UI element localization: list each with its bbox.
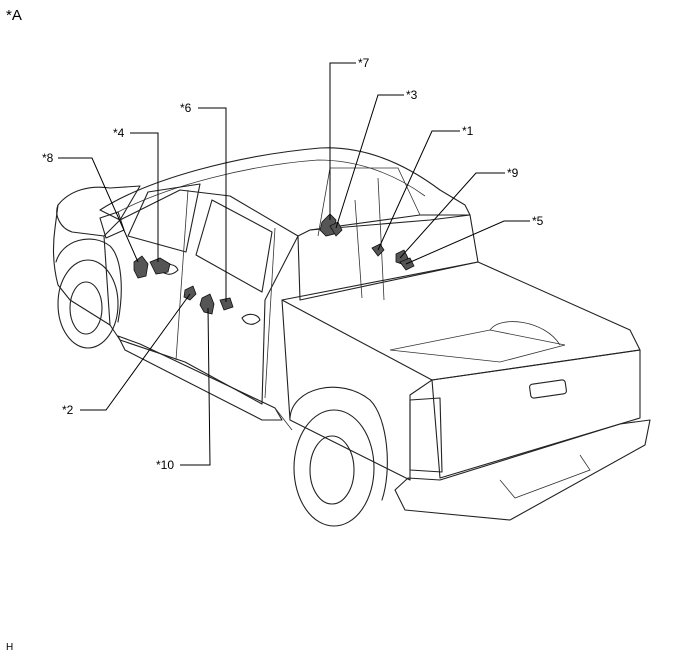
c-pillar-line: [354, 199, 363, 299]
b-pillar-line: [377, 177, 385, 301]
hood: [56, 185, 141, 237]
leader-line-9: [399, 172, 505, 259]
callout-6: *6: [180, 101, 192, 115]
front-tire: [57, 259, 119, 349]
wheel-well-hump: [489, 321, 561, 346]
leader-line-7: [329, 62, 356, 220]
rear-rim: [309, 435, 355, 505]
body-side: [103, 235, 299, 405]
parts: [133, 213, 415, 315]
leader-line-6: [198, 107, 227, 302]
front-fascia: [53, 204, 111, 326]
part-2: [183, 285, 197, 301]
rear-window: [317, 167, 421, 237]
callout-5: *5: [532, 214, 544, 228]
bed-top-rail: [281, 261, 641, 381]
rear-bumper: [394, 419, 651, 521]
leader-line-5: [405, 220, 530, 265]
callout-9: *9: [507, 166, 519, 180]
leader-line-10: [180, 307, 211, 466]
corner-mark: H: [6, 642, 13, 653]
part-10: [199, 293, 215, 315]
front-wheel-arch: [55, 238, 122, 323]
door-seam-rear: [264, 227, 276, 399]
callout-7: *7: [358, 56, 370, 70]
tailgate-handle: [529, 379, 567, 399]
part-3: [329, 221, 343, 237]
front-door-window: [127, 183, 201, 253]
callout-3: *3: [406, 88, 418, 102]
door-seam-front: [175, 189, 189, 361]
front-rim: [69, 281, 103, 335]
leader-lines: [58, 62, 530, 466]
view-label: *A: [6, 7, 22, 24]
rear-door-handle: [241, 313, 261, 325]
roof-crease: [117, 159, 426, 213]
running-board: [117, 335, 283, 421]
bed-floor: [389, 329, 566, 363]
callout-10: *10: [156, 458, 174, 472]
part-4: [149, 257, 171, 275]
callout-4: *4: [113, 126, 125, 140]
leader-line-3: [335, 94, 404, 229]
bed-side: [281, 299, 433, 481]
cab-roof: [99, 147, 471, 237]
leader-line-2: [80, 293, 191, 411]
cab-back-wall: [297, 214, 479, 301]
bumper-step: [499, 454, 591, 499]
leader-line-8: [58, 157, 139, 263]
part-8: [133, 255, 149, 279]
rear-door-window: [195, 199, 273, 293]
leader-line-1: [377, 130, 460, 251]
rear-tire: [293, 409, 375, 527]
tail-light: [409, 397, 443, 473]
callout-1: *1: [462, 124, 474, 138]
part-6: [219, 297, 234, 311]
rear-wheel-arch: [289, 386, 388, 501]
truck-outline: [53, 147, 651, 527]
tailgate: [431, 349, 641, 479]
callout-labels: *8 *4 *6 *7 *3 *1 *9 *5 *2 *10: [42, 56, 544, 472]
callout-8: *8: [42, 151, 54, 165]
cab-underline: [274, 407, 293, 431]
callout-2: *2: [62, 403, 74, 417]
leader-line-4: [130, 132, 159, 262]
